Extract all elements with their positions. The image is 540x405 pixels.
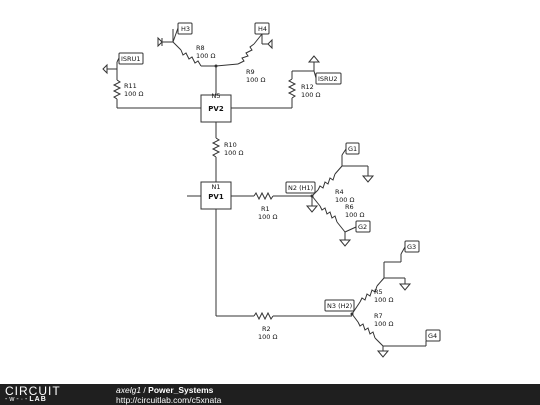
footer-bar: CIRCUIT -w-·-LAB axelg1 / Power_Systems … bbox=[0, 384, 540, 405]
resistor-r1[interactable] bbox=[253, 191, 274, 201]
ground-symbol-g1 bbox=[361, 175, 375, 183]
ground-symbol-g4 bbox=[376, 350, 390, 358]
resistor-r5-value: 100 Ω bbox=[374, 296, 393, 304]
flag-label: ISRU2 bbox=[318, 75, 337, 83]
resistor-r11-name: R11 bbox=[124, 82, 137, 90]
author-link[interactable]: axelg1 bbox=[116, 385, 142, 395]
ground-symbol-g3 bbox=[398, 283, 412, 291]
resistor-r4-name: R4 bbox=[335, 188, 344, 196]
logo-wordmark-top: CIRCUIT bbox=[5, 384, 61, 398]
logo-wordmark-bottom: -w-·-LAB bbox=[5, 396, 93, 404]
resistor-r8-name: R8 bbox=[196, 44, 205, 52]
node-n3-h2[interactable]: N3 (H2) bbox=[324, 299, 355, 312]
logo-glyphs: -w-·- bbox=[5, 396, 30, 403]
resistor-r8[interactable] bbox=[180, 49, 202, 67]
flag-label: H4 bbox=[258, 25, 267, 33]
resistor-r2[interactable] bbox=[253, 311, 274, 321]
block-pv2-name: PV2 bbox=[208, 105, 224, 113]
flag-label: H3 bbox=[181, 25, 190, 33]
resistor-r1-value: 100 Ω bbox=[258, 213, 277, 221]
resistor-r4-value: 100 Ω bbox=[335, 196, 354, 204]
title-separator: / bbox=[141, 385, 149, 395]
ground-symbol-isru2 bbox=[307, 55, 321, 71]
resistor-r5[interactable] bbox=[359, 285, 378, 303]
flag-h4[interactable]: H4 bbox=[254, 22, 270, 35]
resistor-r7-value: 100 Ω bbox=[374, 320, 393, 328]
resistor-r11[interactable] bbox=[112, 79, 122, 100]
block-pv1[interactable]: PV1 bbox=[200, 181, 232, 210]
flag-h3[interactable]: H3 bbox=[177, 22, 193, 35]
ground-symbol-h3 bbox=[157, 36, 173, 48]
resistor-r12[interactable] bbox=[287, 78, 297, 99]
resistor-r1-name: R1 bbox=[261, 205, 270, 213]
circuit-url-link[interactable]: http://circuitlab.com/c5xnata bbox=[116, 395, 222, 405]
resistor-r2-name: R2 bbox=[262, 325, 271, 333]
resistor-r7[interactable] bbox=[357, 321, 376, 339]
ground-symbol-g2 bbox=[338, 239, 352, 247]
resistor-r12-name: R12 bbox=[301, 83, 314, 91]
flag-g4[interactable]: G4 bbox=[425, 329, 441, 342]
ground-symbol-isru1 bbox=[102, 63, 108, 75]
resistor-r10-name: R10 bbox=[224, 141, 237, 149]
block-pv1-name: PV1 bbox=[208, 193, 224, 201]
resistor-r10[interactable] bbox=[211, 137, 221, 158]
resistor-r6-name: R6 bbox=[345, 203, 354, 211]
resistor-r10-value: 100 Ω bbox=[224, 149, 243, 157]
flag-isru1[interactable]: ISRU1 bbox=[118, 52, 144, 65]
resistor-r4[interactable] bbox=[317, 173, 336, 191]
flag-label: G3 bbox=[407, 243, 416, 251]
resistor-r9[interactable] bbox=[237, 43, 255, 65]
circuitlab-logo[interactable]: CIRCUIT -w-·-LAB bbox=[5, 385, 93, 405]
block-pv2-node: N5 bbox=[212, 92, 221, 100]
resistor-r6[interactable] bbox=[319, 205, 338, 223]
resistor-r7-name: R7 bbox=[374, 312, 383, 320]
flag-label: G4 bbox=[428, 332, 437, 340]
circuit-schematic: H3 R8 100 Ω H4 R9 100 Ω ISRU1 R11 100 Ω … bbox=[102, 22, 441, 358]
project-name[interactable]: Power_Systems bbox=[148, 385, 214, 395]
node-label: N2 (H1) bbox=[288, 184, 313, 192]
node-n2-h1[interactable]: N2 (H1) bbox=[285, 181, 316, 194]
flag-g2[interactable]: G2 bbox=[355, 220, 371, 233]
footer-title: axelg1 / Power_Systems bbox=[116, 385, 213, 395]
logo-lab: LAB bbox=[29, 396, 47, 403]
resistor-r11-value: 100 Ω bbox=[124, 90, 143, 98]
block-pv1-node: N1 bbox=[212, 183, 221, 191]
flag-label: G1 bbox=[348, 145, 357, 153]
node-label: N3 (H2) bbox=[327, 302, 352, 310]
resistor-r2-value: 100 Ω bbox=[258, 333, 277, 341]
ground-symbol-n2 bbox=[305, 205, 319, 213]
flag-label: G2 bbox=[358, 223, 367, 231]
flag-isru2[interactable]: ISRU2 bbox=[315, 72, 342, 85]
flag-label: ISRU1 bbox=[121, 55, 140, 63]
resistor-r9-name: R9 bbox=[246, 68, 255, 76]
resistor-r5-name: R5 bbox=[374, 288, 383, 296]
flag-g1[interactable]: G1 bbox=[345, 142, 360, 155]
ground-symbol-h4 bbox=[262, 38, 273, 50]
flag-g3[interactable]: G3 bbox=[404, 240, 420, 253]
resistor-r12-value: 100 Ω bbox=[301, 91, 320, 99]
resistor-r6-value: 100 Ω bbox=[345, 211, 364, 219]
resistor-r9-value: 100 Ω bbox=[246, 76, 265, 84]
resistor-r8-value: 100 Ω bbox=[196, 52, 215, 60]
